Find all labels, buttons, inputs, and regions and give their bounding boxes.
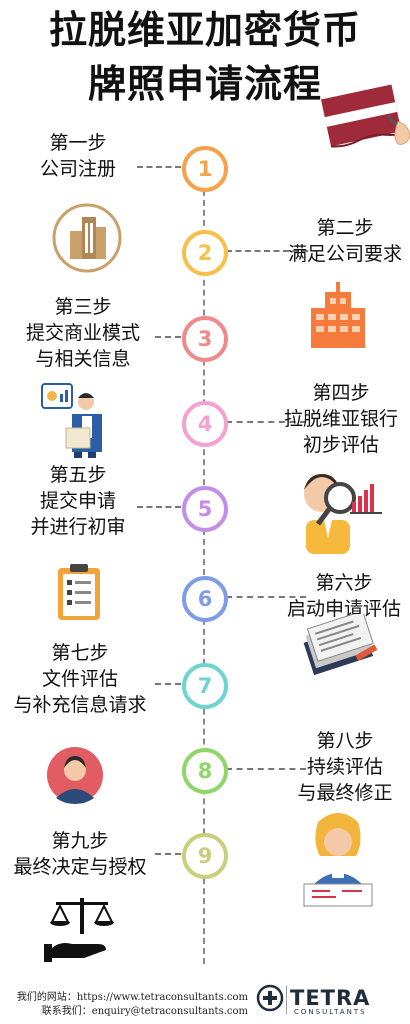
connector-6 — [226, 596, 306, 598]
documents-stack-icon — [303, 614, 378, 676]
step-desc-1: 公司注册 — [39, 158, 116, 180]
step-title-1: 第一步 — [49, 132, 107, 154]
page-title-line1: 拉脱维亚加密货币 — [48, 8, 361, 52]
connector-3 — [155, 336, 181, 338]
step-label-3: 第三步 提交商业模式 与相关信息 — [8, 294, 158, 372]
user-avatar-icon — [47, 747, 103, 804]
step-desc-5a: 提交申请 — [39, 490, 116, 512]
step-number-9: 9 — [197, 844, 213, 868]
connector-4 — [226, 421, 306, 423]
step-desc-7b: 与补充信息请求 — [13, 694, 147, 716]
reviewer-desk-icon — [303, 813, 373, 907]
footer-website[interactable]: 我们的网站：https://www.tetraconsultants.com — [16, 992, 248, 1003]
magnifier-analyst-icon — [304, 474, 382, 554]
presenter-icon — [41, 383, 102, 458]
step-desc-6: 启动申请评估 — [286, 598, 401, 620]
timeline-line — [203, 160, 205, 964]
step-title-8: 第八步 — [316, 730, 374, 752]
step-node-6: 6 — [182, 576, 228, 622]
clipboard-checklist-icon — [58, 564, 100, 620]
building-icon — [52, 203, 122, 273]
step-label-4: 第四步 拉脱维亚银行 初步评估 — [272, 380, 410, 458]
footer-divider — [286, 986, 287, 1014]
step-number-8: 8 — [197, 759, 213, 783]
step-desc-3b: 与相关信息 — [35, 348, 131, 370]
brand-name: TETRA — [290, 986, 371, 1010]
step-number-4: 4 — [197, 412, 213, 436]
connector-8 — [226, 768, 306, 770]
step-title-3: 第三步 — [54, 296, 112, 318]
step-node-3: 3 — [182, 316, 228, 362]
step-number-1: 1 — [197, 157, 213, 181]
connector-7 — [155, 683, 181, 685]
step-number-2: 2 — [197, 241, 213, 265]
step-label-2: 第二步 满足公司要求 — [280, 215, 410, 267]
step-label-9: 第九步 最终决定与授权 — [2, 828, 158, 880]
connector-2 — [226, 250, 308, 252]
step-node-7: 7 — [182, 663, 228, 709]
connector-9 — [155, 853, 181, 855]
step-title-6: 第六步 — [315, 572, 373, 594]
latvia-flag-icon — [321, 84, 410, 148]
step-desc-5b: 并进行初审 — [30, 516, 126, 538]
step-label-7: 第七步 文件评估 与补充信息请求 — [2, 640, 158, 718]
step-desc-2: 满足公司要求 — [287, 243, 402, 265]
office-building-icon — [311, 282, 365, 348]
connector-1 — [137, 166, 181, 168]
step-desc-9: 最终决定与授权 — [13, 856, 147, 878]
step-node-5: 5 — [182, 486, 228, 532]
tetra-logo-icon — [256, 984, 284, 1012]
step-node-1: 1 — [182, 146, 228, 192]
step-desc-8b: 与最终修正 — [297, 782, 393, 804]
step-label-5: 第五步 提交申请 并进行初审 — [16, 462, 140, 540]
step-label-6: 第六步 启动申请评估 — [278, 570, 410, 622]
step-desc-8a: 持续评估 — [306, 756, 383, 778]
step-desc-3a: 提交商业模式 — [25, 322, 140, 344]
scales-hand-icon — [44, 898, 114, 962]
step-label-1: 第一步 公司注册 — [18, 130, 138, 182]
step-node-8: 8 — [182, 748, 228, 794]
step-title-2: 第二步 — [316, 217, 374, 239]
step-label-8: 第八步 持续评估 与最终修正 — [280, 728, 410, 806]
step-desc-7a: 文件评估 — [41, 668, 118, 690]
step-title-7: 第七步 — [51, 642, 109, 664]
page-title-line2: 牌照申请流程 — [87, 62, 322, 106]
step-desc-4b: 初步评估 — [302, 434, 379, 456]
step-desc-4a: 拉脱维亚银行 — [283, 408, 398, 430]
step-number-3: 3 — [197, 327, 213, 351]
step-node-2: 2 — [182, 230, 228, 276]
brand-subtitle: CONSULTANTS — [294, 1008, 367, 1016]
step-node-4: 4 — [182, 401, 228, 447]
step-number-6: 6 — [197, 587, 213, 611]
step-title-9: 第九步 — [51, 830, 109, 852]
footer-contact[interactable]: 联系我们：enquiry@tetraconsultants.com — [41, 1006, 248, 1017]
step-title-5: 第五步 — [49, 464, 107, 486]
connector-5 — [137, 506, 181, 508]
step-number-7: 7 — [197, 674, 213, 698]
step-node-9: 9 — [182, 833, 228, 879]
step-number-5: 5 — [197, 497, 213, 521]
step-title-4: 第四步 — [312, 382, 370, 404]
